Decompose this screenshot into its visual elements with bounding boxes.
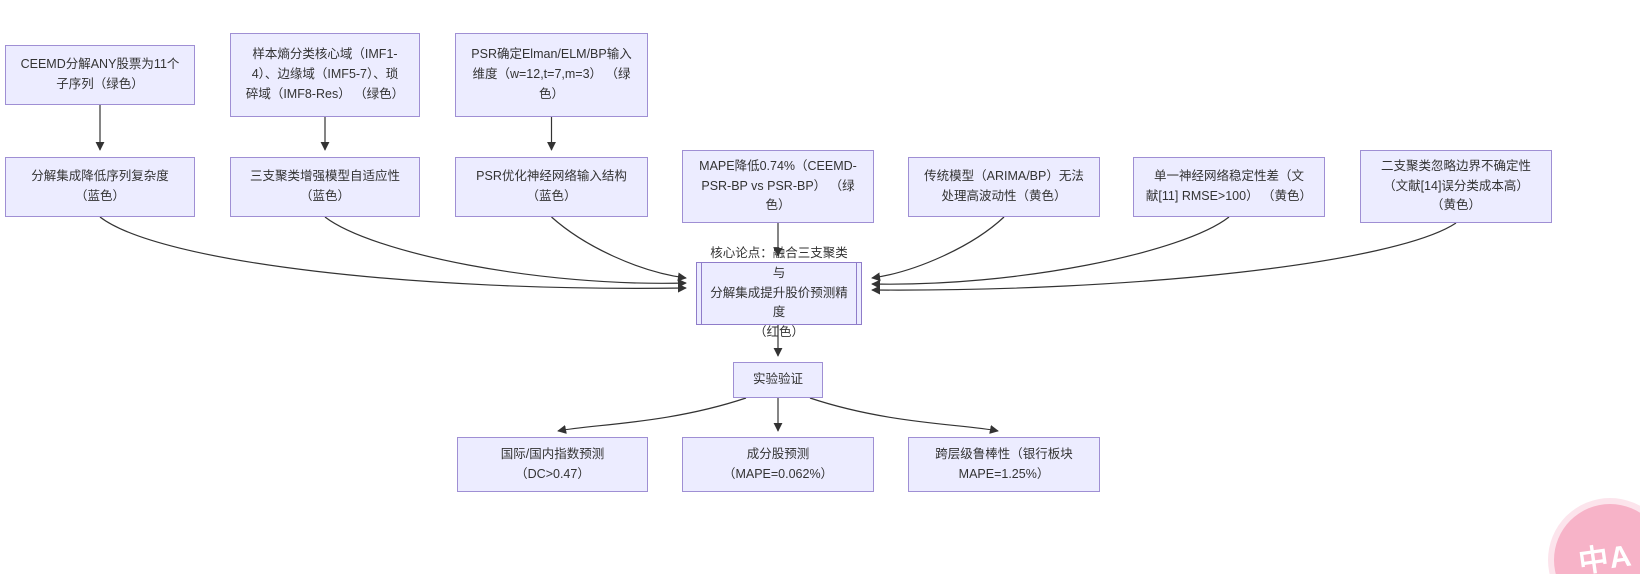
node-constituent-stock-forecast: 成分股预测 （MAPE=0.062%） [682, 437, 874, 492]
node-decomp-ensemble: 分解集成降低序列复杂度 （蓝色） [5, 157, 195, 217]
translate-badge[interactable]: 中A [1554, 504, 1640, 574]
node-psr-input-dim: PSR确定Elman/ELM/BP输入 维度（w=12,t=7,m=3） （绿 … [455, 33, 648, 117]
node-traditional-model-limit: 传统模型（ARIMA/BP）无法 处理高波动性（黄色） [908, 157, 1100, 217]
node-mape-reduction: MAPE降低0.74%（CEEMD- PSR-BP vs PSR-BP） （绿 … [682, 150, 874, 223]
node-index-forecast: 国际/国内指数预测 （DC>0.47） [457, 437, 648, 492]
node-single-network-instability: 单一神经网络稳定性差（文 献[11] RMSE>100） （黄色） [1133, 157, 1325, 217]
node-psr-optimize: PSR优化神经网络输入结构 （蓝色） [455, 157, 648, 217]
node-ceemd-decompose: CEEMD分解ANY股票为11个 子序列（绿色） [5, 45, 195, 105]
node-core-thesis: 核心论点：融合三支聚类与 分解集成提升股价预测精度 （红色） [696, 246, 862, 339]
node-cross-level-robustness: 跨层级鲁棒性（银行板块 MAPE=1.25%） [908, 437, 1100, 492]
node-sample-entropy: 样本熵分类核心域（IMF1- 4）、边缘域（IMF5-7）、琐 碎域（IMF8-… [230, 33, 420, 117]
translate-badge-label: 中A [1576, 539, 1635, 574]
node-threeway-clustering: 三支聚类增强模型自适应性 （蓝色） [230, 157, 420, 217]
node-twoway-clustering-limit: 二支聚类忽略边界不确定性 （文献[14]误分类成本高） （黄色） [1360, 150, 1552, 223]
node-experiment-validation: 实验验证 [733, 362, 823, 398]
